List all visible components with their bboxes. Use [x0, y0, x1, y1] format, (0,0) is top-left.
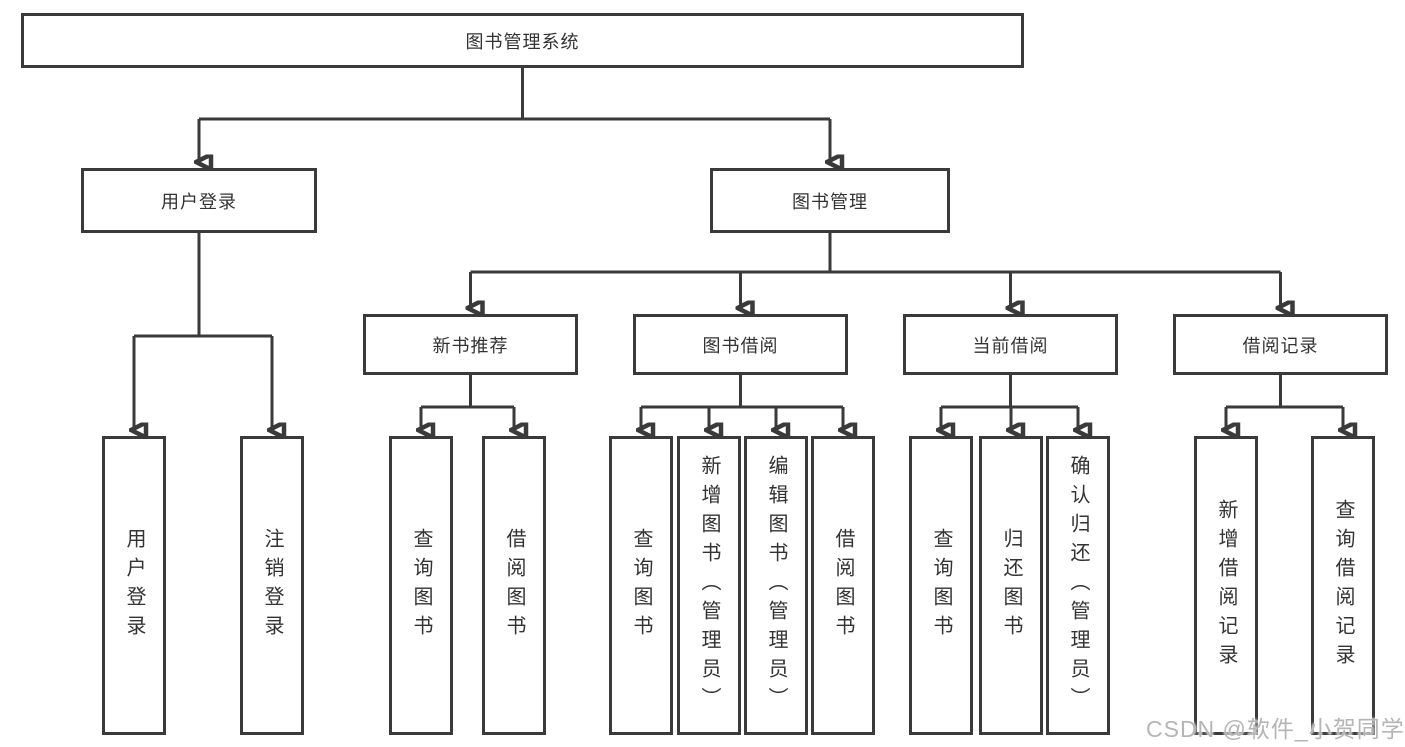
leaf-add-book-admin: 新增图书（管理员） [677, 436, 741, 735]
node-current-borrowing: 当前借阅 [903, 314, 1118, 375]
node-book-management: 图书管理 [710, 168, 950, 233]
node-label: 图书借阅 [702, 335, 779, 356]
node-label: 归还图书 [1000, 527, 1022, 644]
watermark: CSDN @软件_小贺同学 [1146, 716, 1405, 742]
leaf-confirm-return-admin: 确认归还（管理员） [1046, 436, 1110, 735]
node-label: 注销登录 [261, 527, 283, 644]
node-label: 用户登录 [161, 191, 237, 212]
node-label: 图书管理系统 [465, 31, 580, 52]
node-label: 新增借阅记录 [1215, 498, 1237, 673]
node-label: 查询图书 [410, 527, 432, 644]
leaf-query-books-current: 查询图书 [909, 436, 973, 735]
node-label: 借阅图书 [832, 527, 854, 644]
leaf-borrow-books-borrowing: 借阅图书 [811, 436, 875, 735]
node-user-login: 用户登录 [81, 168, 317, 233]
leaf-borrow-books-recommend: 借阅图书 [482, 436, 546, 735]
node-label: 当前借阅 [972, 335, 1049, 356]
node-label: 查询图书 [930, 527, 952, 644]
node-label: 图书管理 [792, 191, 868, 212]
leaf-query-books-borrowing: 查询图书 [609, 436, 673, 735]
leaf-edit-book-admin: 编辑图书（管理员） [744, 436, 808, 735]
node-label: 查询图书 [630, 527, 652, 644]
node-label: 借阅图书 [503, 527, 525, 644]
leaf-query-books-recommend: 查询图书 [389, 436, 453, 735]
node-new-book-recommendation: 新书推荐 [363, 314, 578, 375]
node-label: 用户登录 [123, 527, 145, 644]
node-label: 编辑图书（管理员） [765, 455, 787, 716]
node-label: 借阅记录 [1242, 335, 1319, 356]
node-label: 确认归还（管理员） [1067, 455, 1089, 716]
node-library-system: 图书管理系统 [21, 13, 1024, 68]
node-borrowing-records: 借阅记录 [1173, 314, 1388, 375]
node-label: 查询借阅记录 [1332, 498, 1354, 673]
leaf-logout: 注销登录 [240, 436, 304, 735]
leaf-user-login: 用户登录 [102, 436, 166, 735]
leaf-add-borrow-record: 新增借阅记录 [1194, 436, 1258, 735]
node-label: 新增图书（管理员） [698, 455, 720, 716]
leaf-query-borrow-record: 查询借阅记录 [1311, 436, 1375, 735]
node-label: 新书推荐 [432, 335, 509, 356]
leaf-return-books: 归还图书 [979, 436, 1043, 735]
node-book-borrowing: 图书借阅 [633, 314, 848, 375]
